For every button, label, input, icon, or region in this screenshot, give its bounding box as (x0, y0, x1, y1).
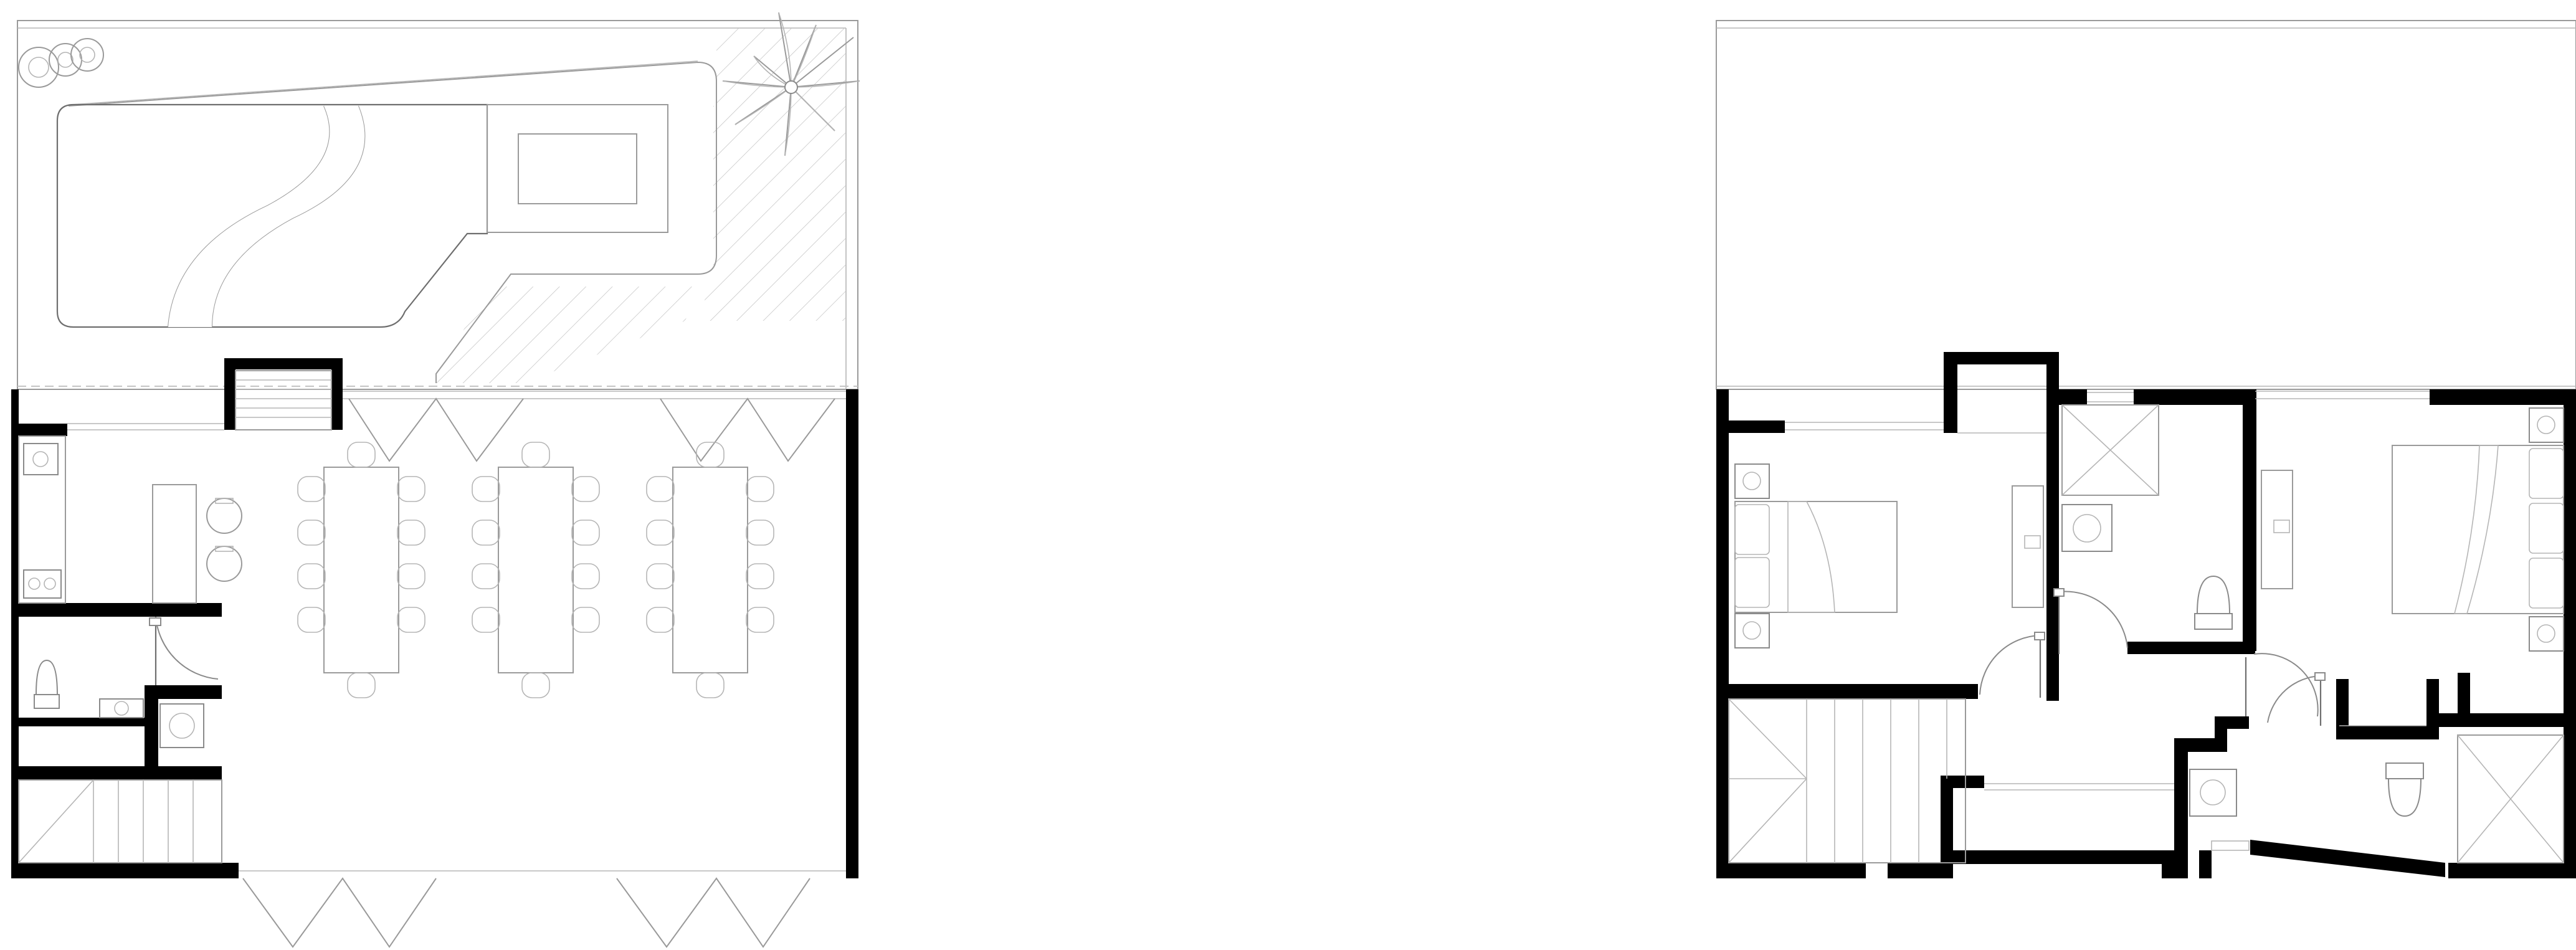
garden-hatch (436, 28, 846, 383)
dining-chair (646, 520, 675, 546)
sink-icon (2061, 504, 2113, 552)
spa-basin (518, 133, 637, 204)
plant-icon-cluster (18, 38, 104, 88)
upper-doors (1979, 588, 2426, 851)
staircase-icon (235, 370, 332, 430)
dining-chair (472, 563, 500, 589)
toilet-icon (2194, 575, 2233, 630)
shaft-icon (2457, 734, 2564, 863)
dining-chair (472, 607, 500, 633)
dining-chair (646, 563, 675, 589)
dining-chair (297, 476, 326, 502)
ground-floor-plan (11, 12, 860, 948)
toilet-icon (2385, 762, 2424, 817)
dining-chair (297, 607, 326, 633)
dining-chair (297, 563, 326, 589)
deck-outline (68, 61, 717, 383)
north-openings (67, 391, 846, 462)
bed-icon (1734, 501, 1898, 613)
south-openings (239, 870, 846, 948)
sink-icon (99, 698, 144, 718)
roof-terrace-outline (1716, 20, 2576, 390)
dining-chair (571, 563, 600, 589)
terrace-outline (17, 20, 858, 390)
cooktop-icon (23, 569, 62, 599)
dining-chair (646, 607, 675, 633)
shower-icon (2061, 404, 2159, 496)
upper-north-openings (1785, 391, 2430, 434)
bedroom-2 (2261, 407, 2564, 652)
dining-chair (397, 607, 425, 633)
dining-chair (746, 607, 774, 633)
upper-floor-plan (1716, 20, 2576, 878)
dining-chair (347, 442, 376, 468)
nightstand (1734, 613, 1770, 648)
staircase-icon (18, 779, 222, 863)
nightstand (1734, 463, 1770, 499)
dining-chair (571, 607, 600, 633)
sink-icon (23, 443, 59, 475)
dining-chair (521, 442, 550, 468)
kitchen (18, 435, 242, 604)
bed-icon (2392, 445, 2564, 614)
toilet-icon (34, 659, 60, 709)
sink-icon (159, 703, 204, 748)
bathroom-1 (2061, 404, 2233, 630)
bathroom-2 (2189, 734, 2564, 863)
dining-chair (646, 476, 675, 502)
upper-floor-walls (1716, 352, 2576, 878)
dining-chair (397, 476, 425, 502)
bedroom-1 (1734, 463, 2044, 648)
dining-chair (746, 476, 774, 502)
ground-floor-walls (11, 358, 858, 878)
dining-chair (746, 520, 774, 546)
kitchen-counter (18, 435, 66, 604)
nightstand (2529, 616, 2564, 652)
deck-edge (71, 60, 698, 105)
kitchen-island (152, 484, 197, 604)
dining-chair (746, 563, 774, 589)
nightstand (2529, 407, 2564, 443)
dining-table-icon (297, 442, 774, 698)
dining-table (672, 467, 748, 673)
dining-chair (571, 520, 600, 546)
desk (2012, 485, 2044, 608)
desk (2261, 470, 2293, 589)
dining-chair (347, 672, 376, 698)
dining-chair (472, 476, 500, 502)
dining-chair (472, 520, 500, 546)
spa-block (487, 104, 668, 233)
staircase-icon (1728, 698, 1966, 863)
pool-icon (56, 103, 488, 328)
dining-chair (297, 520, 326, 546)
dining-chair (397, 563, 425, 589)
dining-table (498, 467, 574, 673)
dining-table (323, 467, 399, 673)
dining-chair (696, 672, 725, 698)
sink-icon (2189, 769, 2237, 817)
palm-tree-icon (722, 12, 860, 156)
dining-chair (571, 476, 600, 502)
dining-chair (521, 672, 550, 698)
dining-chair (696, 442, 725, 468)
powder-room (34, 616, 219, 748)
dining-chair (397, 520, 425, 546)
